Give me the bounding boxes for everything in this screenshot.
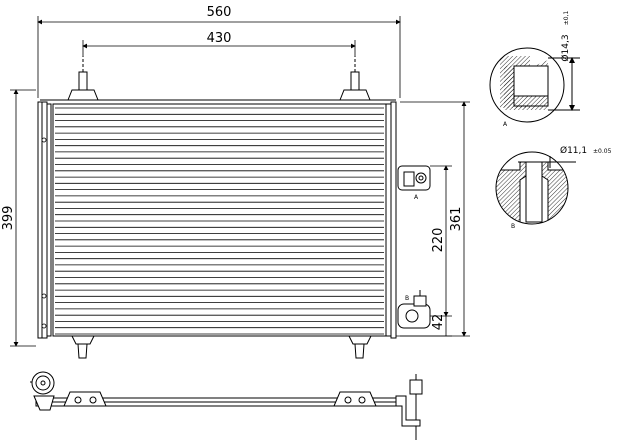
connector-b	[397, 290, 431, 329]
detail-b-diameter: Ø11,1	[560, 145, 587, 156]
detail-a-tolerance: ±0,1	[563, 11, 570, 26]
dimension-bracket-spacing: 430	[207, 31, 232, 46]
detail-b	[495, 151, 576, 225]
bottom-bracket-right	[348, 335, 372, 359]
dimension-total-width: 560	[207, 5, 232, 20]
dimension-core-height: 361	[449, 207, 464, 232]
left-header-inner	[46, 103, 52, 337]
detail-a-tolerance-value: ±0,1	[563, 11, 570, 26]
top-bracket-right	[339, 56, 371, 101]
dimension-bottom-offset: 42	[431, 314, 446, 331]
detail-b-label: B	[511, 223, 515, 230]
connector-b-label: B	[405, 295, 409, 302]
right-header-tank	[385, 103, 392, 337]
top-bracket-left	[67, 56, 99, 101]
detail-a-diameter: Ø14,3	[560, 34, 571, 61]
condenser-tubes	[55, 107, 384, 335]
left-header-fittings	[41, 137, 47, 329]
dimension-lines	[10, 16, 470, 347]
dimension-total-height: 399	[1, 206, 16, 231]
detail-a-diameter-value: Ø14,3	[560, 34, 571, 61]
detail-a-label: A	[503, 121, 508, 128]
connector-a-label: A	[414, 194, 419, 201]
detail-a	[489, 47, 580, 123]
connector-a	[397, 165, 431, 191]
bottom-bracket-left	[71, 335, 95, 359]
condenser-core	[52, 103, 387, 337]
bottom-side-view	[30, 371, 423, 440]
detail-b-tolerance: ±0.05	[593, 148, 612, 155]
condenser-body	[37, 99, 397, 339]
dimension-lower-height: 220	[431, 228, 446, 253]
